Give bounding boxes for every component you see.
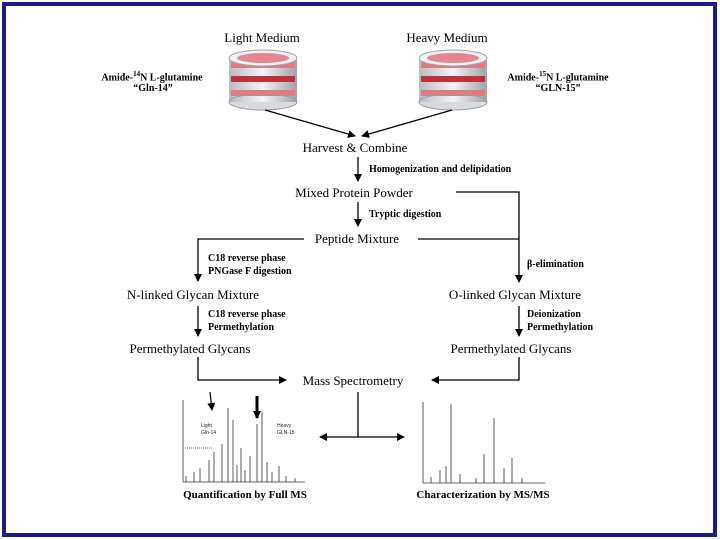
o-permethylated-glycans-label: Permethylated Glycans	[450, 341, 572, 356]
o-perm-step-1: Deionization	[527, 309, 581, 320]
mixed-protein-powder-label: Mixed Protein Powder	[295, 185, 413, 200]
arrow-light-to-harvest	[264, 109, 356, 138]
harvest-combine-label: Harvest & Combine	[302, 140, 408, 155]
n-perm-step-2: Permethylation	[208, 322, 275, 333]
o-perm-step-2: Permethylation	[527, 322, 594, 333]
tryptic-digestion-label: Tryptic digestion	[369, 209, 442, 220]
full-ms-caption: Quantification by Full MS	[183, 489, 307, 501]
spectrum-heavy-label-1: Heavy	[277, 423, 292, 429]
arrow-peptide-to-n-glycan	[194, 238, 304, 282]
spectrum-light-label-2: Gln-14	[201, 430, 217, 436]
n-branch-step-2: PNGase F digestion	[208, 266, 292, 277]
mass-spectrometry-label: Mass Spectrometry	[302, 373, 404, 388]
arrow-n-to-ms	[197, 357, 287, 384]
peptide-mixture-label: Peptide Mixture	[314, 231, 400, 246]
heavy-medium-dishes	[418, 49, 488, 111]
heavy-medium-title: Heavy Medium	[406, 30, 488, 45]
n-branch-step-1: C18 reverse phase	[208, 253, 286, 264]
light-medium-title: Light Medium	[224, 30, 300, 45]
o-linked-glycan-label: O-linked Glycan Mixture	[448, 287, 582, 302]
n-permethylated-glycans-label: Permethylated Glycans	[129, 341, 251, 356]
light-reagent: Amide-14N L-glutamine	[101, 70, 203, 84]
arrow-o-to-ms	[431, 357, 520, 384]
full-ms-spectrum	[182, 400, 305, 483]
heavy-reagent: Amide-15N L-glutamine	[507, 70, 609, 84]
light-tag: “Gln-14”	[133, 83, 173, 94]
msms-spectrum	[422, 402, 545, 484]
heavy-tag: “GLN-15”	[535, 83, 581, 94]
arrow-powder-to-o-glycan	[456, 191, 523, 283]
spectrum-light-label-1: Light	[201, 423, 212, 429]
beta-elimination-label: β-elimination	[527, 259, 584, 270]
n-linked-glycan-label: N-linked Glycan Mixture	[126, 287, 260, 302]
msms-caption: Characterization by MS/MS	[416, 489, 550, 501]
n-perm-step-1: C18 reverse phase	[208, 309, 286, 320]
light-medium-dishes	[228, 49, 298, 111]
spectrum-heavy-label-2: GLN-15	[277, 430, 295, 436]
light-peak-arrow	[207, 391, 216, 411]
arrow-heavy-to-harvest	[361, 109, 453, 138]
homogenization-label: Homogenization and delipidation	[369, 164, 512, 175]
